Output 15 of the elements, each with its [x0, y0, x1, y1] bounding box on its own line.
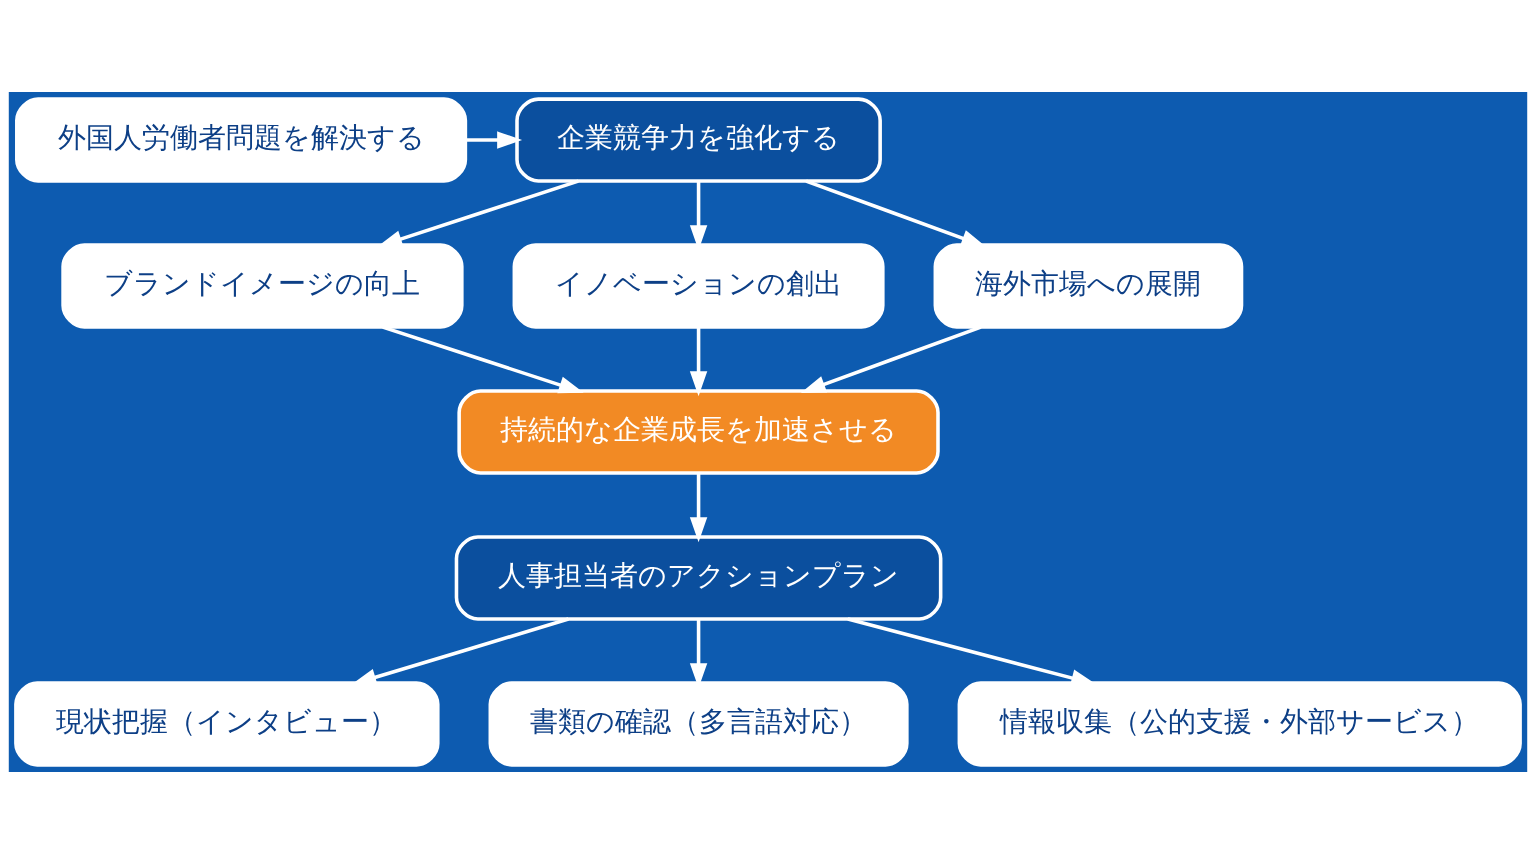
node-box: イノベーションの創出	[512, 243, 885, 329]
node-box: 人事担当者のアクションプラン	[454, 535, 943, 621]
node-box: 現状把握（インタビュー）	[14, 681, 440, 767]
node-box: 書類の確認（多言語対応）	[488, 681, 909, 767]
node-box: 外国人労働者問題を解決する	[15, 97, 468, 183]
arrow	[800, 325, 982, 393]
node-box: ブランドイメージの向上	[61, 243, 464, 329]
node-box: 持続的な企業成長を加速させる	[457, 389, 940, 475]
node-box: 海外市場への展開	[933, 243, 1244, 329]
node-box: 企業競争力を強化する	[515, 97, 882, 183]
arrow	[689, 327, 708, 397]
arrow	[465, 131, 523, 149]
node-box: 情報収集（公的支援・外部サービス）	[957, 681, 1522, 767]
arrow	[382, 325, 584, 394]
arrow	[689, 473, 708, 543]
